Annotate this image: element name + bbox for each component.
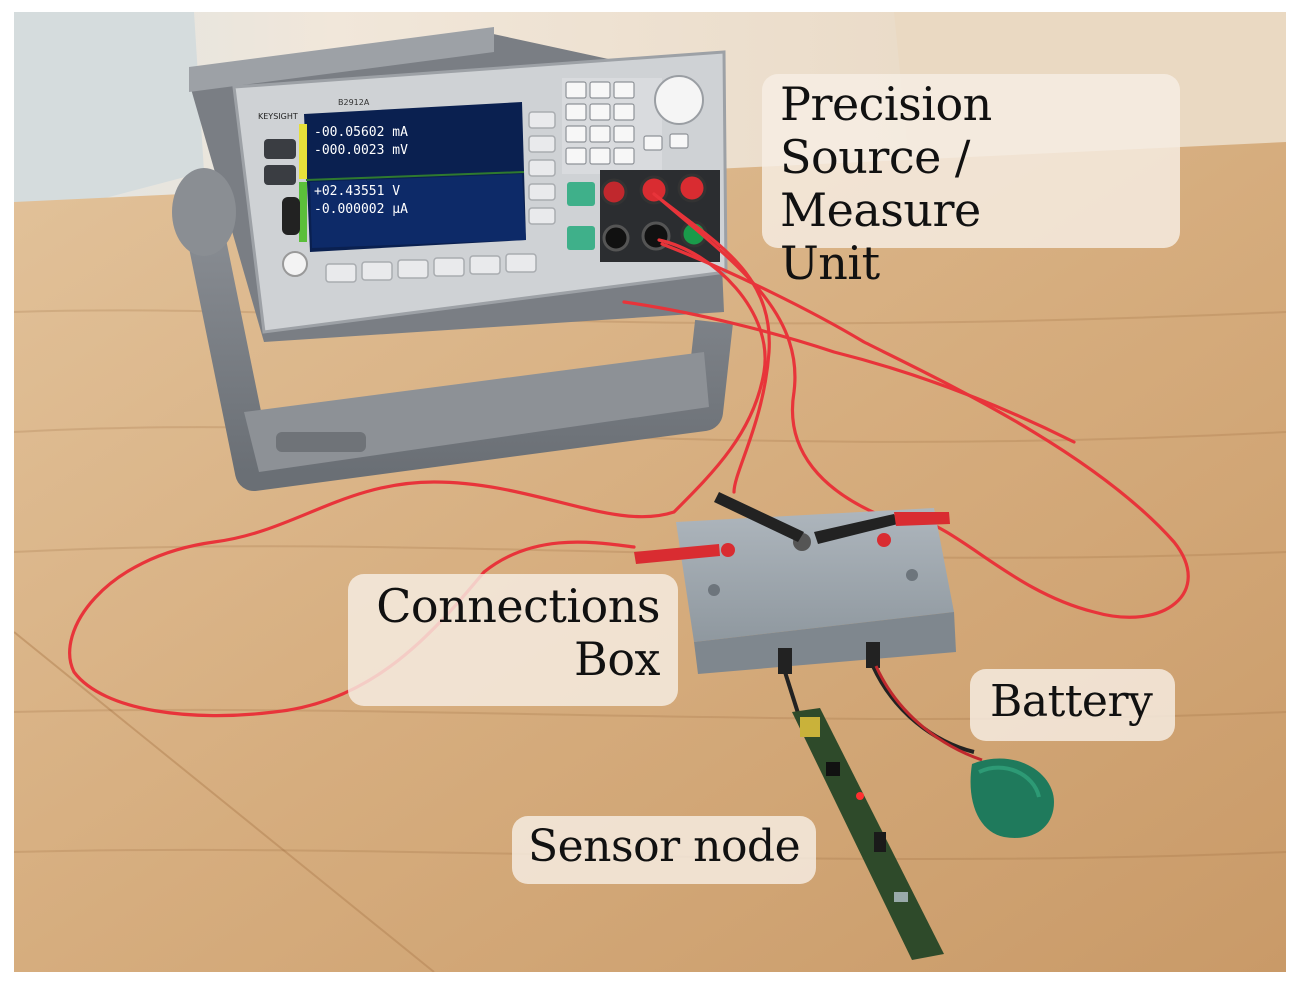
battery-wire-red [874, 665, 983, 762]
model-name: B2912A [338, 98, 370, 107]
label-precision-smu: Precision Source / Measure Unit [762, 74, 1180, 289]
rotary-knob-icon [654, 75, 704, 125]
label-smu-line1: Precision [780, 77, 992, 131]
label-battery: Battery [970, 669, 1175, 741]
brand-logo: KEYSIGHT [258, 112, 298, 121]
label-connections-box: Connections Box [348, 574, 678, 706]
table-seam [14, 631, 435, 972]
label-smu-line2: Source / Measure [780, 129, 981, 237]
label-conn-line2: Box [574, 631, 660, 686]
label-sensor-node-text: Sensor node [528, 821, 801, 872]
wall-left-shade [14, 12, 204, 222]
smu-screen-readout: -00.05602 mA -000.0023 mV +02.43551 V -0… [314, 124, 454, 218]
ch2-current-readout: -0.000002 µA [314, 201, 408, 217]
photo-frame: -00.05602 mA -000.0023 mV +02.43551 V -0… [14, 12, 1286, 972]
ch2-voltage-readout: +02.43551 V [314, 184, 401, 200]
ch1-voltage-readout: -000.0023 mV [314, 142, 408, 158]
label-smu-line3: Unit [780, 235, 880, 290]
sensor-node-pcb [792, 708, 944, 960]
label-conn-line1: Connections [376, 579, 660, 633]
lab-setup-photo [14, 12, 1286, 972]
smu-instrument [172, 27, 733, 491]
ch1-current-readout: -00.05602 mA [314, 125, 408, 140]
label-sensor-node: Sensor node [512, 816, 816, 884]
battery-pack [970, 758, 1054, 838]
label-battery-text: Battery [990, 676, 1153, 727]
connections-box [634, 492, 956, 674]
